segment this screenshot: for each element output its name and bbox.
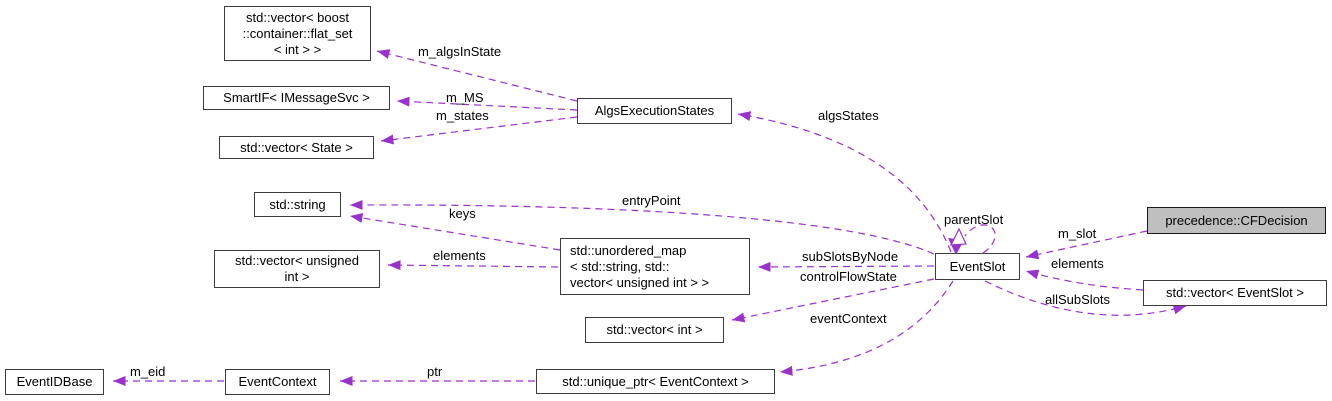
edge-label-allsubslots: allSubSlots bbox=[1045, 292, 1111, 307]
node-algsexecutionstates[interactable]: AlgsExecutionStates bbox=[577, 98, 732, 124]
edge-allsubslots bbox=[984, 280, 1187, 316]
node-std-vector-flat-set[interactable]: std::vector< boost ::container::flat_set… bbox=[224, 6, 371, 61]
node-std-vector-state[interactable]: std::vector< State > bbox=[219, 136, 374, 159]
node-line: std::vector< unsigned bbox=[235, 253, 359, 268]
node-smartif-imessagesvc[interactable]: SmartIF< IMessageSvc > bbox=[203, 86, 390, 110]
edge-label-keys: keys bbox=[449, 206, 476, 221]
node-label: precedence::CFDecision bbox=[1165, 212, 1308, 228]
node-std-vector-unsigned-int[interactable]: std::vector< unsigned int > bbox=[214, 250, 380, 288]
node-label: std::vector< int > bbox=[606, 322, 703, 337]
edge-label-elements-slot: elements bbox=[1051, 256, 1104, 271]
node-label: std::vector< EventSlot > bbox=[1165, 285, 1305, 300]
edge-elements-map bbox=[387, 260, 559, 271]
node-eventidbase[interactable]: EventIDBase bbox=[5, 369, 104, 395]
node-line: int > bbox=[284, 269, 310, 284]
edge-m-slot bbox=[1025, 230, 1148, 260]
edge-label-entrypoint: entryPoint bbox=[622, 193, 681, 208]
node-std-unique-ptr-eventcontext[interactable]: std::unique_ptr< EventContext > bbox=[536, 369, 775, 394]
edge-label-parentslot: parentSlot bbox=[944, 212, 1004, 227]
node-line: < std::string, std:: bbox=[570, 258, 670, 274]
edge-label-m-ms: m_MS bbox=[446, 90, 484, 105]
node-line: std::vector< boost bbox=[246, 9, 349, 25]
edge-label-m-states: m_states bbox=[436, 108, 489, 123]
edge-label-m-slot: m_slot bbox=[1058, 226, 1097, 241]
edge-entrypoint bbox=[349, 199, 935, 255]
edge-label-controlflowstate: controlFlowState bbox=[800, 269, 897, 284]
node-precedence-cfdecision: precedence::CFDecision bbox=[1147, 207, 1326, 234]
edge-subslotsbynode bbox=[757, 261, 935, 272]
edge-m-ms bbox=[396, 96, 578, 111]
node-std-string[interactable]: std::string bbox=[254, 192, 341, 217]
edge-label-subslotsbynode: subSlotsByNode bbox=[802, 249, 899, 264]
edge-m-states bbox=[380, 116, 578, 145]
edge-label-m-algsinstate: m_algsInState bbox=[418, 44, 502, 59]
node-label: EventIDBase bbox=[16, 374, 93, 389]
node-label: AlgsExecutionStates bbox=[594, 103, 715, 118]
edge-label-m-eid: m_eid bbox=[130, 364, 166, 379]
edge-label-ptr: ptr bbox=[427, 364, 443, 379]
node-label: EventSlot bbox=[949, 258, 1006, 274]
node-label: std::string bbox=[269, 196, 326, 212]
node-label: SmartIF< IMessageSvc > bbox=[223, 90, 370, 105]
node-line: < int > > bbox=[273, 41, 322, 57]
node-std-unordered-map[interactable]: std::unordered_map < std::string, std:: … bbox=[560, 238, 750, 295]
node-line: std::unordered_map bbox=[570, 242, 687, 258]
node-line: ::container::flat_set bbox=[242, 25, 353, 41]
edge-m-algsinstate bbox=[376, 49, 578, 102]
node-label: std::unique_ptr< EventContext > bbox=[562, 373, 749, 389]
edge-parentslot-loop bbox=[964, 224, 996, 254]
edge-label-elements-map: elements bbox=[433, 248, 486, 263]
edge-eventcontext bbox=[779, 280, 954, 376]
node-line: vector< unsigned int > > bbox=[570, 274, 710, 290]
node-std-vector-eventslot[interactable]: std::vector< EventSlot > bbox=[1143, 280, 1327, 306]
node-eventcontext[interactable]: EventContext bbox=[225, 369, 330, 395]
node-eventslot[interactable]: EventSlot bbox=[935, 253, 1020, 280]
node-label: EventContext bbox=[238, 374, 317, 389]
node-std-vector-int[interactable]: std::vector< int > bbox=[585, 317, 724, 343]
edge-algsstates bbox=[737, 111, 952, 253]
edge-controlflowstate bbox=[731, 278, 935, 323]
edge-label-eventcontext: eventContext bbox=[810, 311, 887, 326]
parentslot-arrowhead-open bbox=[949, 227, 967, 246]
edge-elements-slot bbox=[1025, 269, 1144, 291]
edge-label-algsstates: algsStates bbox=[818, 108, 879, 123]
node-label: std::vector< State > bbox=[240, 139, 353, 155]
